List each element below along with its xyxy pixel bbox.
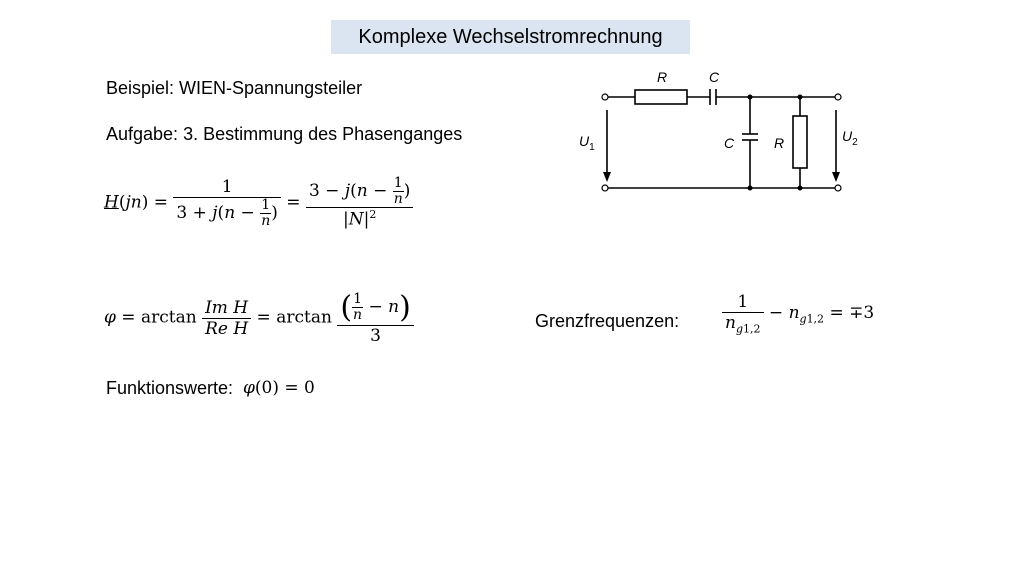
task-label: Aufgabe: 3. Bestimmung des Phasenganges [106, 124, 463, 144]
function-value-formula: φ(0) = 0 [243, 378, 315, 398]
label-c-series: C [709, 69, 720, 85]
label-u2: U2 [842, 128, 858, 148]
slide-title: Komplexe Wechselstromrechnung [331, 20, 690, 54]
label-r-parallel: R [774, 135, 784, 151]
example-label: Beispiel: WIEN-Spannungsteiler [106, 78, 363, 98]
limit-frequency-formula: 1 ng1,2 − ng1,2 = ∓3 [722, 292, 874, 335]
resistor-parallel [792, 115, 808, 169]
resistor-series [634, 89, 688, 105]
wien-circuit-diagram: R C C R U1 U2 [579, 69, 858, 192]
label-u1: U1 [579, 133, 595, 153]
function-values-label: Funktionswerte: [106, 378, 234, 398]
label-c-parallel: C [724, 135, 735, 151]
limit-frequencies-label: Grenzfrequenzen: [535, 311, 680, 331]
label-r-series: R [657, 69, 667, 85]
